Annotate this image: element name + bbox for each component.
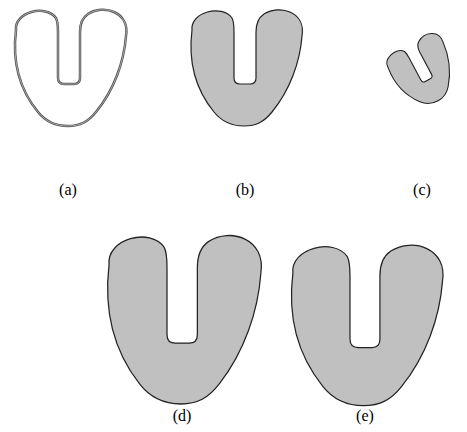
subfigure-label: (a) bbox=[59, 182, 77, 198]
u-filled bbox=[191, 10, 302, 126]
subfigure-label: (c) bbox=[413, 182, 431, 198]
u-outline bbox=[15, 10, 126, 126]
subfigure-label: (e) bbox=[356, 408, 374, 424]
subfigure-label: (b) bbox=[236, 182, 255, 198]
u-large-variant bbox=[292, 245, 444, 405]
u-small-rotated bbox=[382, 29, 466, 114]
u-large bbox=[108, 235, 262, 404]
subfigure-label: (d) bbox=[173, 408, 192, 424]
